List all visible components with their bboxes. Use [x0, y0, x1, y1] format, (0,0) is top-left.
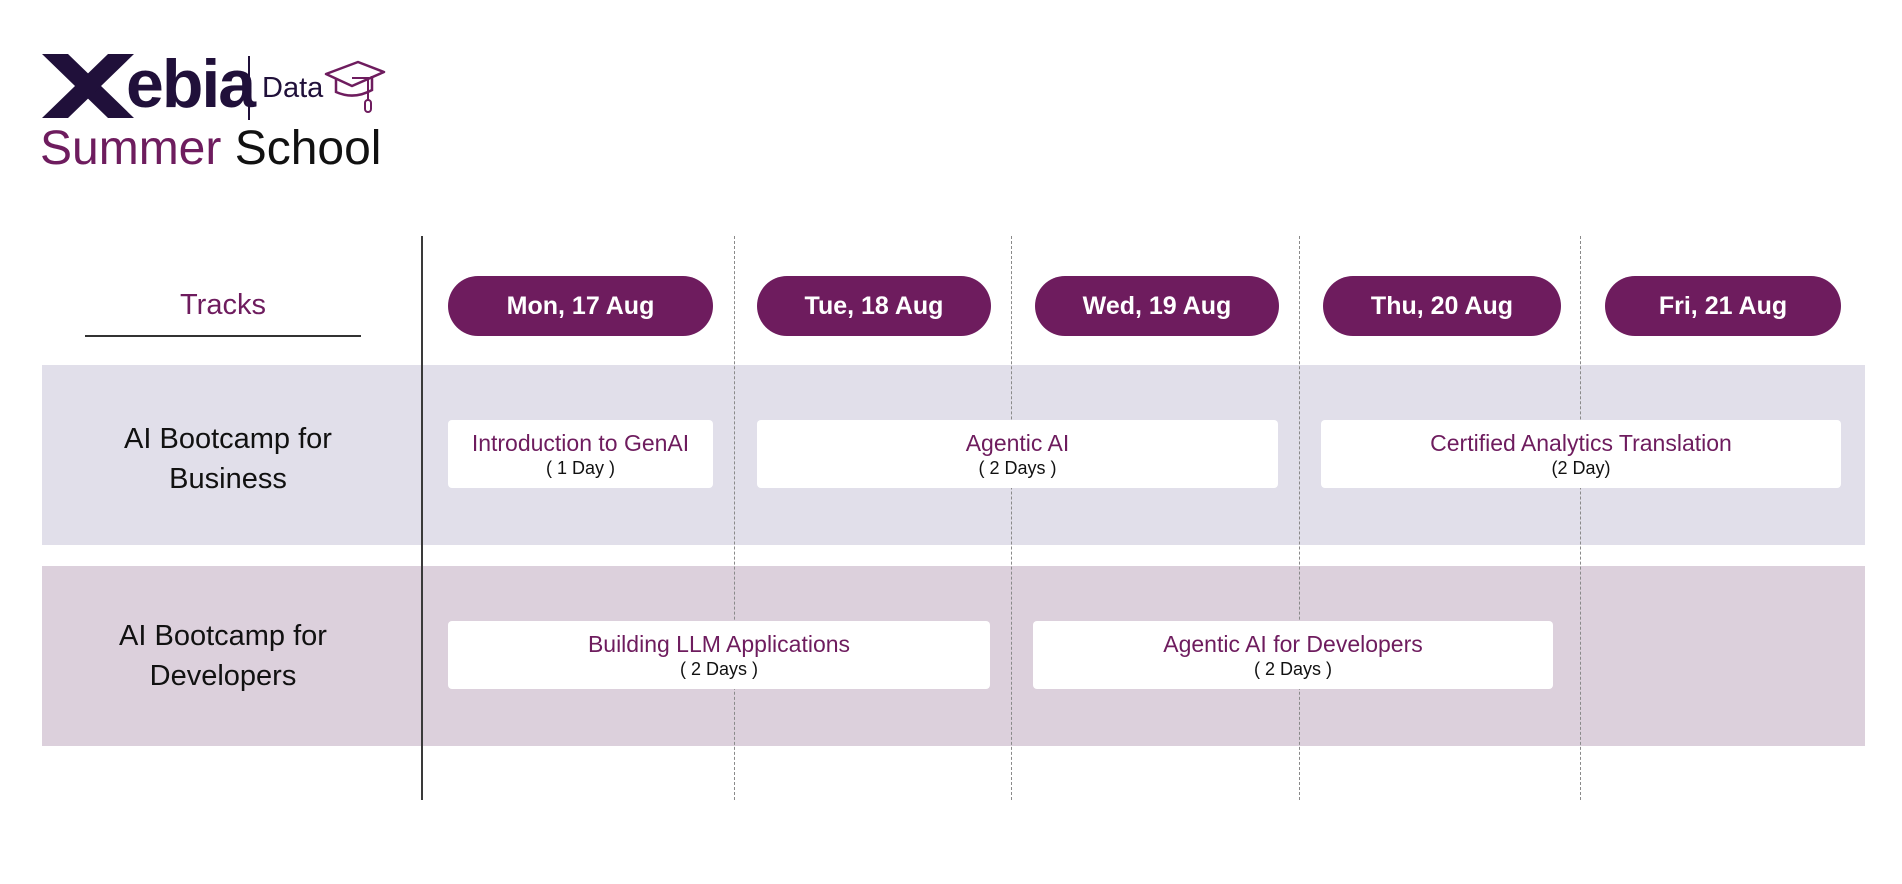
logo-divider [248, 56, 250, 120]
course-duration: (2 Day) [1551, 458, 1611, 478]
day-pill-tue: Tue, 18 Aug [757, 276, 991, 336]
logo-subtitle: Summer School [40, 118, 381, 180]
day-divider-1 [734, 236, 735, 800]
course-title: Agentic AI [965, 430, 1070, 456]
course-title: Agentic AI for Developers [1163, 631, 1423, 657]
day-pill-thu: Thu, 20 Aug [1323, 276, 1561, 336]
day-pill-mon: Mon, 17 Aug [448, 276, 713, 336]
track-label-line: Business [169, 463, 287, 495]
day-divider-4 [1580, 236, 1581, 800]
course-building-llm-applications[interactable]: Building LLM Applications ( 2 Days ) [448, 621, 990, 689]
tracks-header: Tracks [180, 289, 266, 321]
course-agentic-ai-developers[interactable]: Agentic AI for Developers ( 2 Days ) [1033, 621, 1553, 689]
course-duration: ( 2 Days ) [978, 458, 1057, 478]
tracks-axis-line [421, 236, 423, 800]
course-duration: ( 1 Day ) [545, 458, 615, 478]
xebia-x-logo [42, 54, 134, 118]
logo-division: Data [262, 72, 324, 104]
course-intro-genai[interactable]: Introduction to GenAI ( 1 Day ) [448, 420, 713, 488]
course-title: Certified Analytics Translation [1430, 430, 1732, 456]
track-label-line: AI Bootcamp for [124, 423, 332, 455]
course-duration: ( 2 Days ) [679, 659, 758, 679]
track-label-business: AI Bootcamp for Business [78, 419, 378, 499]
tracks-header-rule [85, 335, 361, 337]
logo-subtitle-main: School [234, 122, 382, 175]
day-pill-wed: Wed, 19 Aug [1035, 276, 1279, 336]
course-title: Introduction to GenAI [471, 430, 690, 456]
course-certified-analytics-translation[interactable]: Certified Analytics Translation (2 Day) [1321, 420, 1841, 488]
track-label-developers: AI Bootcamp for Developers [73, 616, 373, 696]
course-agentic-ai[interactable]: Agentic AI ( 2 Days ) [757, 420, 1278, 488]
graduation-cap-icon [324, 60, 386, 113]
track-label-line: AI Bootcamp for [119, 620, 327, 652]
course-duration: ( 2 Days ) [1253, 659, 1332, 679]
track-label-line: Developers [149, 660, 297, 692]
day-divider-2 [1011, 236, 1012, 800]
day-divider-3 [1299, 236, 1300, 800]
logo-subtitle-accent: Summer [40, 122, 222, 175]
logo-wordmark: ebia [126, 46, 256, 122]
day-pill-fri: Fri, 21 Aug [1605, 276, 1841, 336]
course-title: Building LLM Applications [587, 631, 851, 657]
